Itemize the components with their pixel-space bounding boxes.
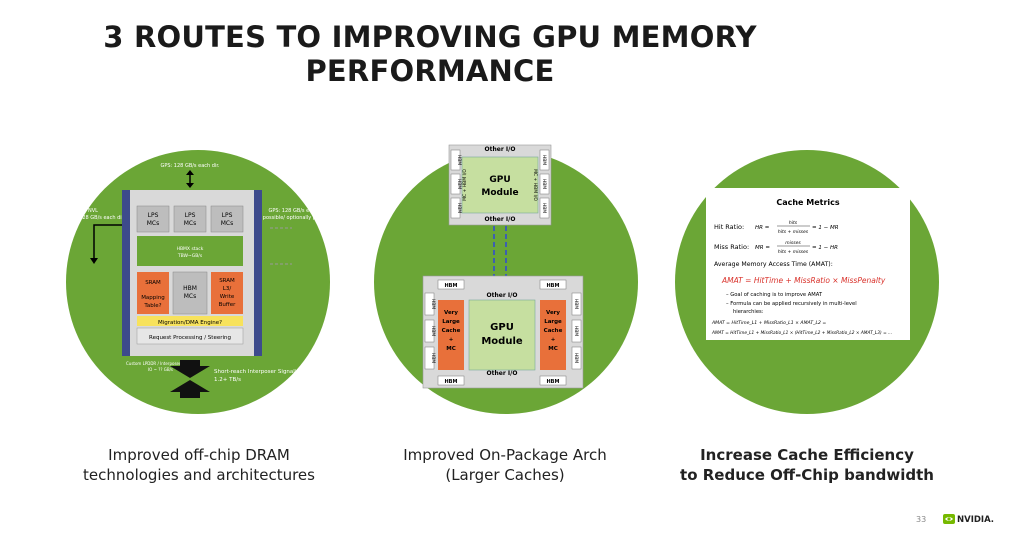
slide-title: 3 ROUTES TO IMPROVING GPU MEMORY PERFORM… bbox=[70, 20, 790, 88]
route2-caption-line-2: (Larger Caches) bbox=[445, 466, 565, 484]
title-line-1: 3 ROUTES TO IMPROVING GPU MEMORY bbox=[103, 20, 757, 54]
svg-text:NVIDIA.: NVIDIA. bbox=[957, 515, 994, 525]
route3-caption-line-1: Increase Cache Efficiency bbox=[700, 446, 914, 464]
route1-caption: Improved off-chip DRAM technologies and … bbox=[40, 445, 358, 485]
route3-caption-line-2: to Reduce Off-Chip bandwidth bbox=[680, 466, 934, 484]
route2-caption-line-1: Improved On-Package Arch bbox=[403, 446, 607, 464]
title-line-2: PERFORMANCE bbox=[305, 54, 555, 88]
route1-caption-line-1: Improved off-chip DRAM bbox=[108, 446, 290, 464]
route1-caption-line-2: technologies and architectures bbox=[83, 466, 315, 484]
page-number: 33 bbox=[916, 515, 927, 524]
route3-caption: Increase Cache Efficiency to Reduce Off-… bbox=[648, 445, 966, 485]
route2-circle bbox=[374, 150, 638, 414]
route1-circle bbox=[66, 150, 330, 414]
route3-circle bbox=[675, 150, 939, 414]
nvidia-logo: NVIDIA. bbox=[943, 514, 994, 525]
route2-caption: Improved On-Package Arch (Larger Caches) bbox=[352, 445, 658, 485]
